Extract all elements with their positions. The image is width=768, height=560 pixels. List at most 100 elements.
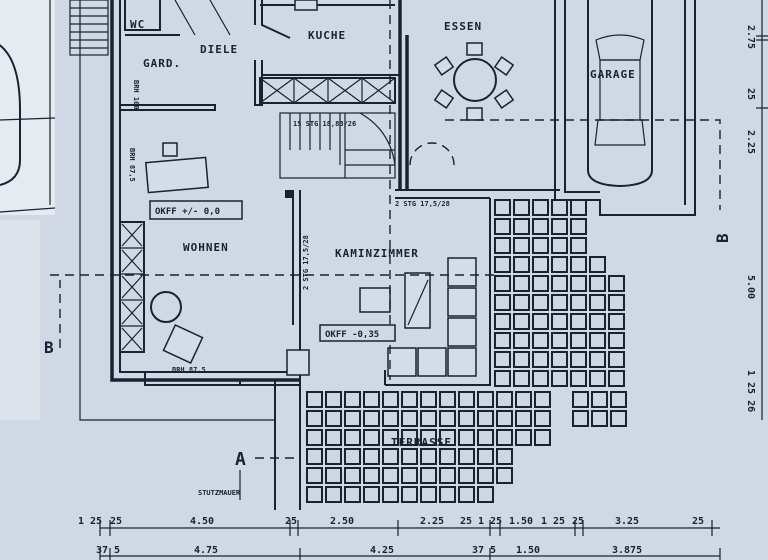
dimension-label: 5.00 [745,275,756,299]
terrace-tile [570,237,587,254]
terrace-tile [306,410,323,427]
terrace-tile [551,199,568,216]
terrace-tile [551,256,568,273]
terrace-tile [382,391,399,408]
door-swing [409,142,455,166]
sofa [387,257,477,377]
dimension-label: 2.75 [745,25,756,49]
terrace-tile [570,313,587,330]
dimension-label: 1 25 26 [745,370,756,412]
terrace-tile [515,429,532,446]
level-box [319,324,396,342]
chair-icon [433,56,455,76]
terrace-tile [532,275,549,292]
dimension-label: 3.25 [615,516,639,527]
terrace-tile [439,448,456,465]
terrace-tile [513,332,530,349]
terrace-tile [570,275,587,292]
brh-875-bottom-label: BRH 87,5 [172,366,206,374]
terrace-tile [551,332,568,349]
terrace-tile [589,313,606,330]
terrace-tile [570,199,587,216]
terrace-tile [513,237,530,254]
terrace-tile [551,218,568,235]
terrace-tile [589,275,606,292]
terrace-tile [477,467,494,484]
terrace-tile [420,486,437,503]
terrace-tile [532,218,549,235]
chair-icon [466,42,483,56]
terrace-tile [494,256,511,273]
stove-icon [286,349,310,376]
terrace-tile [439,391,456,408]
terrace-tile [496,391,513,408]
dimension-label: 1.50 [516,545,540,556]
terrace-tile [477,391,494,408]
fireplace-icon [404,272,431,329]
brh-875-left-label: BRH 87,5 [128,148,136,182]
terrace-tile [572,410,589,427]
section-marker-b-left: B [44,338,54,357]
terrace-tile [382,467,399,484]
terrace-tile [439,410,456,427]
terrace-tile [306,486,323,503]
terrace-tile [477,429,494,446]
terrace-tile [439,429,456,446]
terrace-tile [532,332,549,349]
terrace-tile [591,410,608,427]
room-label-garage: GARAGE [590,68,636,81]
terrace-tile [513,275,530,292]
terrace-tile [439,467,456,484]
terrace-tile [306,391,323,408]
stair-kamin-label: 2 STG 17,5/28 [302,235,310,290]
terrace-tile [513,199,530,216]
room-label-essen: ESSEN [444,20,482,33]
dimension-label: 1 25 [78,516,102,527]
garage-car-icon [587,0,653,188]
terrace-tile [344,391,361,408]
chair-icon [162,142,178,157]
terrace-tile [570,218,587,235]
terrace-tile [325,429,342,446]
dimension-label: 25 [285,516,297,527]
room-label-kaminzimmer: KAMINZIMMER [335,247,419,260]
terrace-tile [513,294,530,311]
room-label-wc: WC [130,18,145,31]
round-table-icon [150,291,182,323]
terrace-tile [401,391,418,408]
fireplace-line [407,279,429,326]
terrace-tile [532,294,549,311]
dimension-label: 2.25 [745,130,756,154]
dimension-label: 37 5 [472,545,496,556]
chair-icon [433,89,455,109]
terrace-tile [551,370,568,387]
terrace-tile [458,467,475,484]
terrace-tile [494,199,511,216]
dimension-label: 25 [460,516,472,527]
terrace-tile [589,332,606,349]
terrace-tile [532,237,549,254]
terrace-tile [477,486,494,503]
dimension-label: 4.25 [370,545,394,556]
dimension-label: 2.25 [420,516,444,527]
chair-icon [466,107,483,121]
dimension-label: 2.50 [330,516,354,527]
dimension-label: 3.875 [612,545,642,556]
dimension-label: 4.50 [190,516,214,527]
section-line-b-right [445,119,721,210]
terrace-tile [401,448,418,465]
terrace-tile [534,429,551,446]
car-icon [0,44,21,186]
terrace-tile [420,429,437,446]
shelf-unit [119,221,145,353]
terrace-tile [401,467,418,484]
terrace-tile [513,256,530,273]
terrace-tile [325,486,342,503]
terrace-tile [401,429,418,446]
armchair-icon [162,323,204,365]
terrace-tile [589,294,606,311]
kitchen-counter [259,0,396,104]
terrace-tile [570,332,587,349]
terrace-tile [494,294,511,311]
terrace-tile [494,237,511,254]
